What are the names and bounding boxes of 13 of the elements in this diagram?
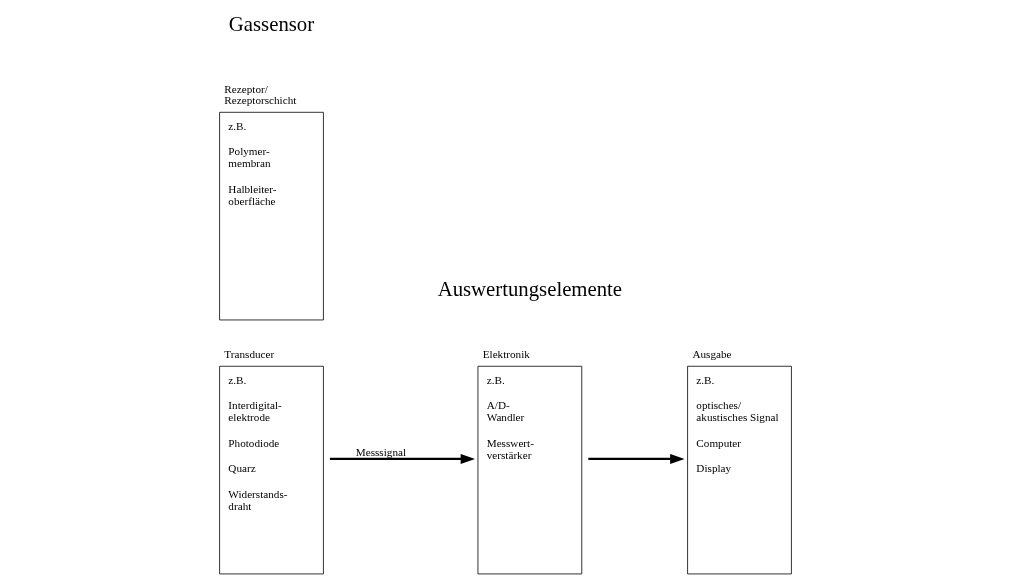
node-label: Elektronik (482, 348, 530, 361)
node-box: z.B. Polymer- membran Halbleiter- oberfläche (218, 111, 324, 321)
node-box: z.B. Interdigital- elektrode Photodiode Quarz Widerstands- draht (218, 365, 324, 575)
arrow (329, 453, 475, 464)
node-box: z.B. A/D- Wandler Messwert- verstärker (477, 365, 582, 575)
label: Gassensor (228, 13, 314, 36)
label: Auswertungselemente (437, 278, 622, 301)
node-box: z.B. optisches/ akustisches Signal Computer Display (686, 365, 792, 575)
arrow (587, 453, 685, 464)
node-label: Transducer (223, 348, 274, 361)
edge-label: Messsignal (355, 445, 406, 458)
node-label: Ausgabe (691, 348, 731, 361)
node-label: Rezeptor/ Rezeptorschicht (223, 82, 296, 107)
